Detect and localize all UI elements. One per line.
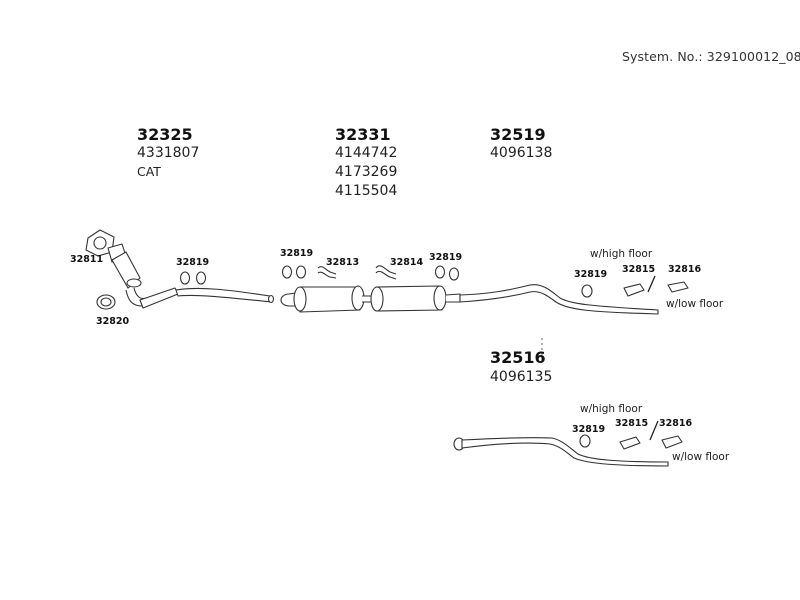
bracket-32815-b [619, 436, 641, 450]
callout-32819: 32819 [574, 269, 608, 280]
middle-silencer-32331 [280, 285, 461, 313]
oem-number: 4096135 [490, 369, 553, 385]
oem-number: 4173269 [335, 164, 398, 180]
callout-32816: 32816 [668, 264, 702, 275]
hanger-32814 [375, 265, 397, 280]
rubber-mount-32819-a [179, 271, 207, 285]
callout-32815: 32815 [615, 418, 649, 429]
rubber-mount-32819-b [281, 265, 307, 279]
bracket-32816-b [661, 435, 683, 449]
rubber-mount-32819-d [581, 284, 593, 298]
oem-number: 4096138 [490, 145, 553, 161]
bracket-32815-a [623, 283, 645, 297]
callout-32820: 32820 [96, 316, 130, 327]
system-number: System. No.: 329100012_08 [622, 49, 800, 64]
front-pipe [139, 287, 275, 309]
rear-pipe-32516 [453, 437, 669, 467]
rubber-mount-32819-e [579, 434, 591, 448]
callout-32815: 32815 [622, 264, 656, 275]
oem-note: CAT [137, 164, 161, 179]
bracket-32816-a [667, 281, 689, 293]
callout-32819: 32819 [280, 248, 314, 259]
callout-32811: 32811 [70, 254, 104, 265]
callout-32819: 32819 [429, 252, 463, 263]
oem-number: 4331807 [137, 145, 200, 161]
clamp-32820 [96, 294, 116, 310]
rear-pipe-32519 [459, 284, 659, 315]
part-number-32325: 32325 [137, 125, 193, 144]
note-low-floor: w/low floor [666, 298, 724, 310]
note-low-floor: w/low floor [672, 451, 730, 463]
part-number-32516: 32516 [490, 348, 546, 367]
note-high-floor: w/high floor [580, 403, 643, 415]
callout-32816: 32816 [659, 418, 693, 429]
note-high-floor: w/high floor [590, 248, 653, 260]
rubber-mount-32819-c [434, 265, 460, 281]
callout-32819: 32819 [572, 424, 606, 435]
callout-32819: 32819 [176, 257, 210, 268]
callout-32814: 32814 [390, 257, 424, 268]
oem-number: 4115504 [335, 183, 398, 199]
part-number-32331: 32331 [335, 125, 391, 144]
part-number-32519: 32519 [490, 125, 546, 144]
hanger-32813 [317, 266, 337, 279]
callout-32813: 32813 [326, 257, 360, 268]
catalytic-converter-32325 [107, 243, 151, 307]
oem-number: 4144742 [335, 145, 398, 161]
